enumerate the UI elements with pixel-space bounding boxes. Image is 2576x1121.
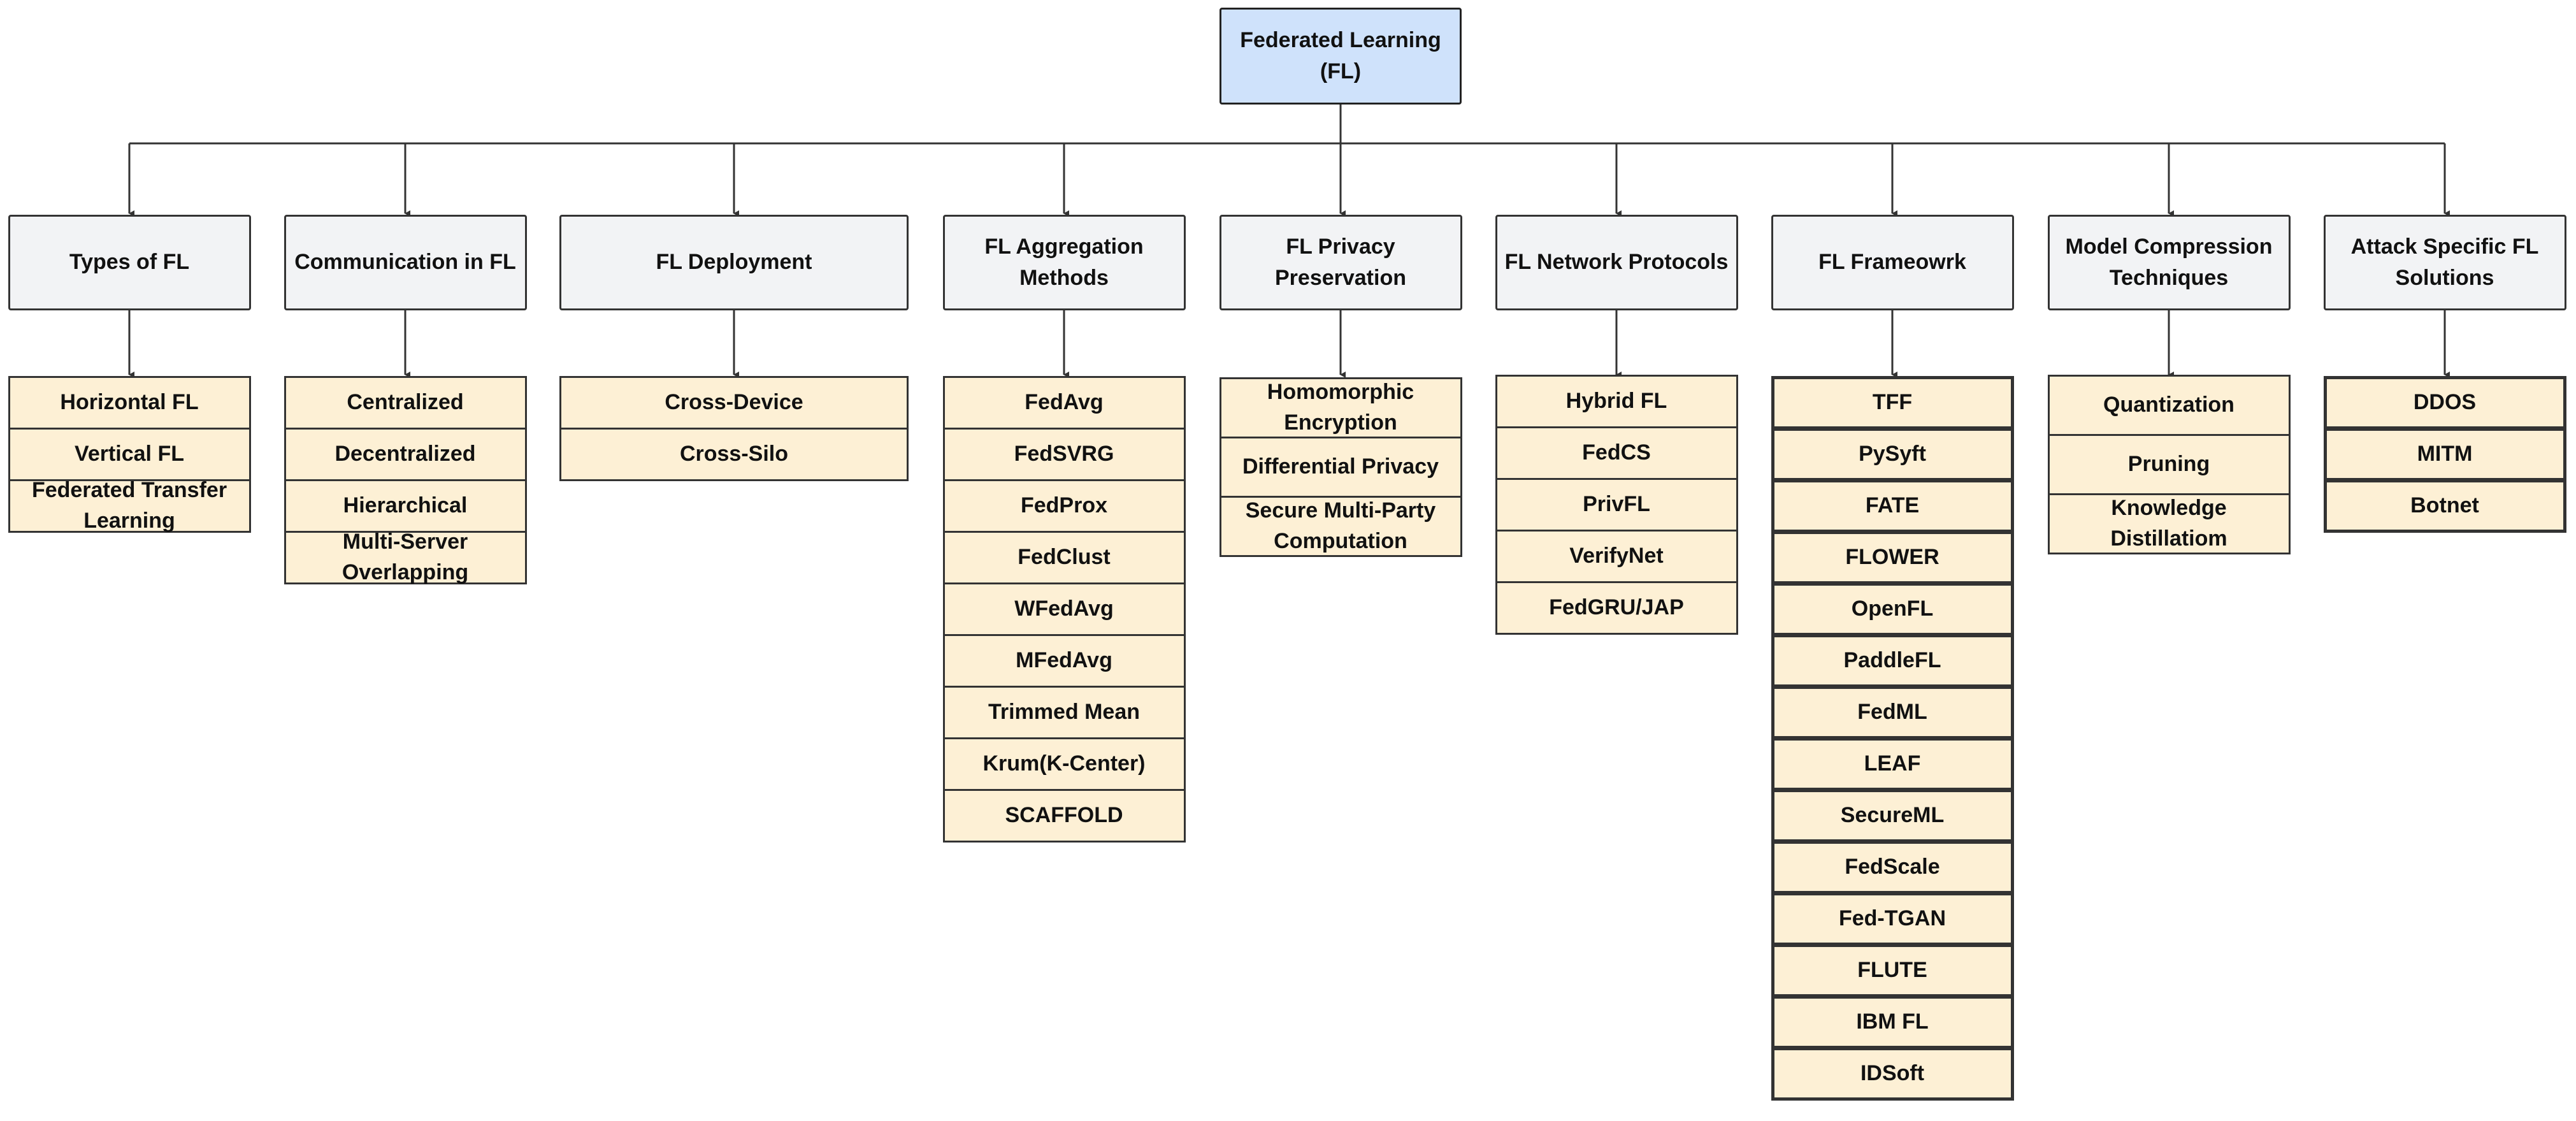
leaf-item: FedSVRG xyxy=(942,428,1186,481)
leaf-item: OpenFL xyxy=(1771,582,2014,636)
leaf-item: FedAvg xyxy=(942,376,1186,430)
leaf-item: DDOS xyxy=(2323,376,2566,430)
category-label: FL Deployment xyxy=(656,250,812,275)
leaf-item: FATE xyxy=(1771,479,2014,533)
leaf-item: WFedAvg xyxy=(942,582,1186,636)
leaf-item: PySyft xyxy=(1771,428,2014,481)
category-node: Attack Specific FL Solutions xyxy=(2323,215,2566,310)
leaf-item: FLOWER xyxy=(1771,531,2014,584)
leaf-item: FedGRU/JAP xyxy=(1495,581,1738,635)
leaf-item: Secure Multi-Party Computation xyxy=(1219,496,1462,557)
leaf-item: LEAF xyxy=(1771,737,2014,791)
leaf-item: Decentralized xyxy=(284,428,527,481)
category-node: Model Compression Techniques xyxy=(2047,215,2291,310)
leaf-item: PrivFL xyxy=(1495,478,1738,532)
leaf-item: Knowledge Distillatiom xyxy=(2047,493,2291,554)
leaf-item: Quantization xyxy=(2047,375,2291,436)
leaf-item: Hierarchical xyxy=(284,479,527,533)
category-label: Types of FL xyxy=(69,250,190,275)
leaf-item: IBM FL xyxy=(1771,995,2014,1049)
leaf-item: SecureML xyxy=(1771,789,2014,843)
leaf-item: Homomorphic Encryption xyxy=(1219,377,1462,438)
leaf-item: Cross-Device xyxy=(559,376,909,430)
category-label: Attack Specific FL Solutions xyxy=(2350,234,2539,290)
category-label: FL Network Protocols xyxy=(1504,250,1729,275)
leaf-item: Differential Privacy xyxy=(1219,437,1462,498)
root-label: Federated Learning (FL) xyxy=(1240,27,1441,83)
category-label: FL Aggregation Methods xyxy=(984,234,1144,290)
leaf-item: TFF xyxy=(1771,376,2014,430)
leaf-item: Botnet xyxy=(2323,479,2566,533)
leaf-item: FedProx xyxy=(942,479,1186,533)
category-node: FL Aggregation Methods xyxy=(942,215,1186,310)
leaf-item: PaddleFL xyxy=(1771,634,2014,688)
category-node: FL Privacy Preservation xyxy=(1219,215,1462,310)
leaf-item: Vertical FL xyxy=(8,428,251,481)
leaf-item: Krum(K-Center) xyxy=(942,737,1186,791)
leaf-item: IDSoft xyxy=(1771,1047,2014,1101)
leaf-item: VerifyNet xyxy=(1495,530,1738,583)
leaf-item: MITM xyxy=(2323,428,2566,481)
leaf-item: Horizontal FL xyxy=(8,376,251,430)
leaf-item: MFedAvg xyxy=(942,634,1186,688)
category-label: Model Compression Techniques xyxy=(2065,234,2273,290)
leaf-item: Pruning xyxy=(2047,434,2291,495)
leaf-item: FedClust xyxy=(942,531,1186,584)
category-node: Communication in FL xyxy=(284,215,527,310)
leaf-item: Centralized xyxy=(284,376,527,430)
leaf-item: FedScale xyxy=(1771,841,2014,894)
category-node: FL Deployment xyxy=(559,215,909,310)
category-label: FL Frameowrk xyxy=(1818,250,1966,275)
category-node: Types of FL xyxy=(8,215,251,310)
leaf-item: SCAFFOLD xyxy=(942,789,1186,843)
leaf-item: Cross-Silo xyxy=(559,428,909,481)
leaf-item: Multi-Server Overlapping xyxy=(284,530,527,584)
leaf-item: Hybrid FL xyxy=(1495,375,1738,428)
leaf-item: Federated Transfer Learning xyxy=(8,478,251,533)
category-label: Communication in FL xyxy=(294,250,516,275)
leaf-item: FLUTE xyxy=(1771,944,2014,997)
leaf-item: FedCS xyxy=(1495,426,1738,480)
root-node: Federated Learning (FL) xyxy=(1220,8,1462,105)
category-node: FL Network Protocols xyxy=(1495,215,1738,310)
leaf-item: Fed-TGAN xyxy=(1771,892,2014,946)
category-label: FL Privacy Preservation xyxy=(1275,234,1406,290)
leaf-item: FedML xyxy=(1771,686,2014,739)
category-node: FL Frameowrk xyxy=(1771,215,2014,310)
leaf-item: Trimmed Mean xyxy=(942,686,1186,739)
